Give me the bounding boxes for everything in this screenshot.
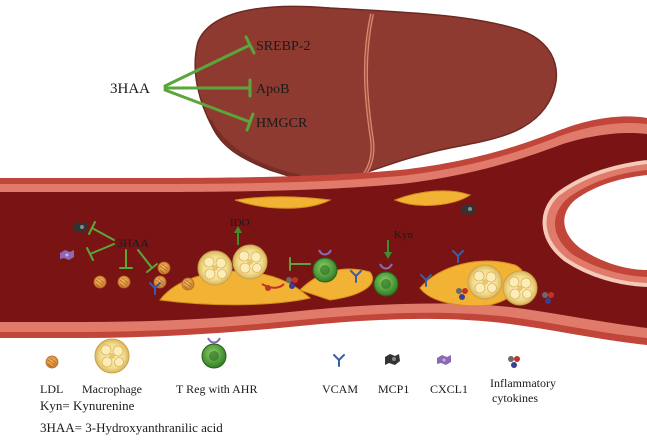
legend-cytokines-label-line2: cytokines (492, 391, 538, 405)
activation-arrows (234, 226, 392, 289)
legend-cytokines-label: Inflammatory (490, 376, 556, 390)
mcp1-icon (385, 354, 400, 365)
legend-vcam-label: VCAM (322, 382, 359, 396)
liver-source-label: 3HAA (110, 81, 150, 97)
liver-target-hmgcr: HMGCR (256, 116, 308, 131)
cxcl1-icon (437, 355, 451, 365)
ldl-icon (45, 355, 59, 369)
legend-ldl-label: LDL (40, 382, 64, 396)
liver-inhibition-arrows (163, 35, 256, 132)
treg-cells (312, 249, 399, 297)
haa-definition-note: 3HAA= 3-Hydroxyanthranilic acid (40, 420, 223, 435)
legend-icons (45, 337, 520, 374)
kyn-label: Kyn (394, 229, 413, 241)
kyn-definition-note: Kyn= Kynurenine (40, 398, 135, 413)
vcam-icon (333, 354, 345, 367)
liver-target-apob: ApoB (256, 82, 289, 97)
vessel-inhibition-arrows (86, 221, 311, 273)
macrophage-icon (94, 338, 130, 374)
liver-target-srebp2: SREBP-2 (256, 39, 310, 54)
liver-illustration (194, 5, 558, 200)
legend-macrophage-label: Macrophage (82, 382, 142, 396)
treg-icon (201, 337, 227, 369)
cytokines-icon (508, 356, 520, 368)
ido-label: IDO (230, 217, 250, 229)
vessel-source-label: 3HAA (117, 236, 149, 250)
legend-cxcl1-label: CXCL1 (430, 382, 469, 396)
legend-treg-label: T Reg with AHR (176, 382, 258, 396)
legend-mcp1-label: MCP1 (378, 382, 410, 396)
